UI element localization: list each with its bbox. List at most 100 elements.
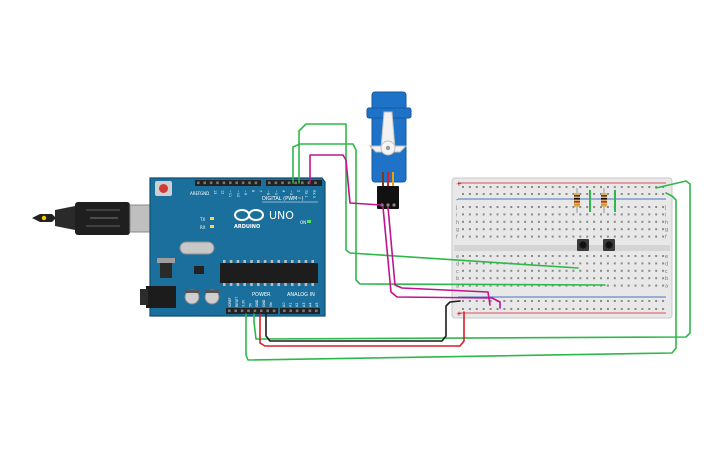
terminal-hole xyxy=(482,228,485,231)
bottom-pin-holes xyxy=(228,309,318,313)
terminal-hole xyxy=(517,213,520,216)
row-letter: e xyxy=(665,254,668,260)
row-letter: f xyxy=(665,235,667,241)
terminal-hole xyxy=(593,235,596,238)
rail-hole xyxy=(462,300,464,302)
resistor-1-band-1 xyxy=(574,195,580,197)
terminal-hole xyxy=(503,213,506,216)
terminal-hole xyxy=(475,262,478,265)
rail-hole xyxy=(510,193,513,195)
chip-pin xyxy=(291,283,294,286)
gnd-label: GND xyxy=(200,191,209,196)
terminal-hole xyxy=(517,235,520,238)
terminal-hole xyxy=(468,269,471,272)
terminal-hole xyxy=(517,269,520,272)
terminal-hole xyxy=(482,255,485,257)
terminal-hole xyxy=(565,235,568,238)
wire-green-rail-long[interactable] xyxy=(245,192,677,361)
rail-hole xyxy=(648,300,651,302)
rail-hole xyxy=(503,186,506,188)
analog-pin-label: A0 xyxy=(282,303,286,307)
terminal-hole xyxy=(510,228,513,231)
rail-hole xyxy=(572,308,575,310)
terminal-hole xyxy=(634,255,637,257)
rail-hole xyxy=(641,193,644,195)
atmega-chip-pins xyxy=(223,260,314,286)
rail-hole xyxy=(558,193,561,195)
terminal-hole xyxy=(510,255,513,257)
rail-hole xyxy=(620,300,623,302)
rail-hole xyxy=(627,308,630,310)
rail-hole xyxy=(565,186,568,188)
terminal-hole xyxy=(462,284,464,287)
terminal-hole xyxy=(482,213,485,216)
header-hole xyxy=(314,181,317,185)
rail-hole xyxy=(579,308,582,310)
wire-green-pin3-button[interactable] xyxy=(292,143,606,286)
terminal-hole xyxy=(606,235,609,238)
terminal-hole xyxy=(579,255,582,257)
chip-pin xyxy=(284,260,287,263)
terminal-hole xyxy=(462,228,464,231)
terminal-hole xyxy=(627,255,630,257)
terminal-hole xyxy=(600,262,602,265)
terminal-hole xyxy=(558,255,561,257)
wire-magenta-servo-power[interactable] xyxy=(387,206,491,306)
rail-hole xyxy=(551,186,554,188)
terminal-hole xyxy=(510,235,513,238)
wire-magenta-servo-signal[interactable] xyxy=(309,154,382,206)
terminal-hole xyxy=(662,262,665,265)
header-hole xyxy=(268,181,271,185)
terminal-hole xyxy=(641,213,644,216)
rail-hole xyxy=(551,193,554,195)
power-pin-label: RESET xyxy=(235,297,239,307)
terminal-hole xyxy=(579,228,582,231)
resistor-1[interactable] xyxy=(574,188,580,213)
terminal-hole xyxy=(634,284,637,287)
terminal-hole xyxy=(462,235,464,238)
wire-red-5v[interactable] xyxy=(259,311,465,347)
terminal-hole xyxy=(641,255,644,257)
header-hole xyxy=(234,309,237,313)
rail-hole xyxy=(475,186,478,188)
analog-pin-label: A4 xyxy=(308,303,312,307)
wire-green-5v-rail[interactable] xyxy=(253,180,691,340)
terminal-hole xyxy=(634,206,637,208)
rail-hole xyxy=(524,193,527,195)
terminal-hole xyxy=(565,220,568,223)
digital-pin-label: ~11 xyxy=(228,190,232,197)
digital-pin-label: 4 xyxy=(281,190,285,192)
terminal-hole xyxy=(613,277,616,280)
header-hole xyxy=(253,309,257,313)
terminal-hole xyxy=(524,284,527,287)
wire-black-gnd[interactable] xyxy=(265,300,461,342)
terminal-hole xyxy=(593,213,596,216)
header-hole xyxy=(274,181,278,185)
chip-pin xyxy=(236,283,240,286)
terminal-hole xyxy=(620,262,623,265)
pushbutton-1[interactable] xyxy=(577,239,589,251)
terminal-hole xyxy=(524,262,527,265)
terminal-hole xyxy=(634,235,637,238)
terminal-hole xyxy=(551,213,554,216)
rail-hole xyxy=(544,186,547,188)
resistor-2[interactable] xyxy=(601,188,607,213)
rail-hole xyxy=(586,186,589,188)
servo-motor-icon[interactable] xyxy=(366,91,412,209)
terminal-hole xyxy=(579,213,582,216)
header-hole xyxy=(216,181,219,185)
terminal-hole xyxy=(489,277,492,280)
wire-magenta-servo-ground[interactable] xyxy=(382,206,501,309)
pushbutton-2[interactable] xyxy=(603,239,615,251)
terminal-hole xyxy=(579,262,582,265)
servo-connector xyxy=(377,186,399,209)
digital-pin-label: ~9 xyxy=(243,190,247,195)
terminal-hole xyxy=(613,262,616,265)
wire-green-pin2-button[interactable] xyxy=(298,123,579,269)
analog-pin-label: A1 xyxy=(289,303,293,307)
terminal-hole xyxy=(613,220,616,223)
rail-hole xyxy=(537,300,540,302)
